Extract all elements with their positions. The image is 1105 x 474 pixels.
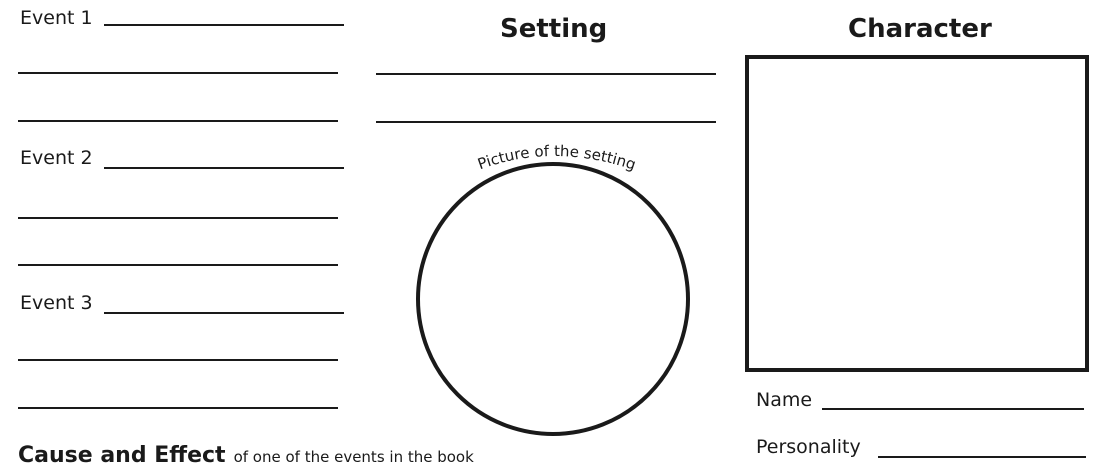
event-3-writing-line-1[interactable] (18, 359, 338, 361)
event-2-label: Event 2 (20, 147, 93, 169)
setting-writing-line-1[interactable] (376, 73, 716, 75)
setting-heading: Setting (500, 14, 608, 44)
character-picture-box[interactable] (745, 55, 1089, 372)
event-1-writing-line-1[interactable] (18, 72, 338, 74)
event-1-title-line[interactable] (104, 24, 344, 26)
event-3-label: Event 3 (20, 292, 93, 314)
cause-effect-title: Cause and Effect of one of the events in … (18, 444, 474, 469)
cause-effect-subtitle: of one of the events in the book (233, 448, 474, 466)
setting-picture-caption: Picture of the setting (475, 142, 638, 174)
character-personality-line[interactable] (878, 456, 1086, 458)
event-2-writing-line-2[interactable] (18, 264, 338, 266)
character-name-label: Name (756, 389, 813, 411)
character-personality-label: Personality (756, 436, 861, 458)
character-heading: Character (848, 14, 992, 44)
cause-effect-heading: Cause and Effect (18, 443, 226, 468)
event-2-writing-line-1[interactable] (18, 217, 338, 219)
event-3-writing-line-2[interactable] (18, 407, 338, 409)
setting-picture: Picture of the setting (416, 142, 690, 436)
event-2-title-line[interactable] (104, 167, 344, 169)
character-name-line[interactable] (822, 408, 1084, 410)
event-3-title-line[interactable] (104, 312, 344, 314)
event-1-writing-line-2[interactable] (18, 120, 338, 122)
setting-writing-line-2[interactable] (376, 121, 716, 123)
setting-picture-circle[interactable] (416, 162, 690, 436)
event-1-label: Event 1 (20, 7, 93, 29)
